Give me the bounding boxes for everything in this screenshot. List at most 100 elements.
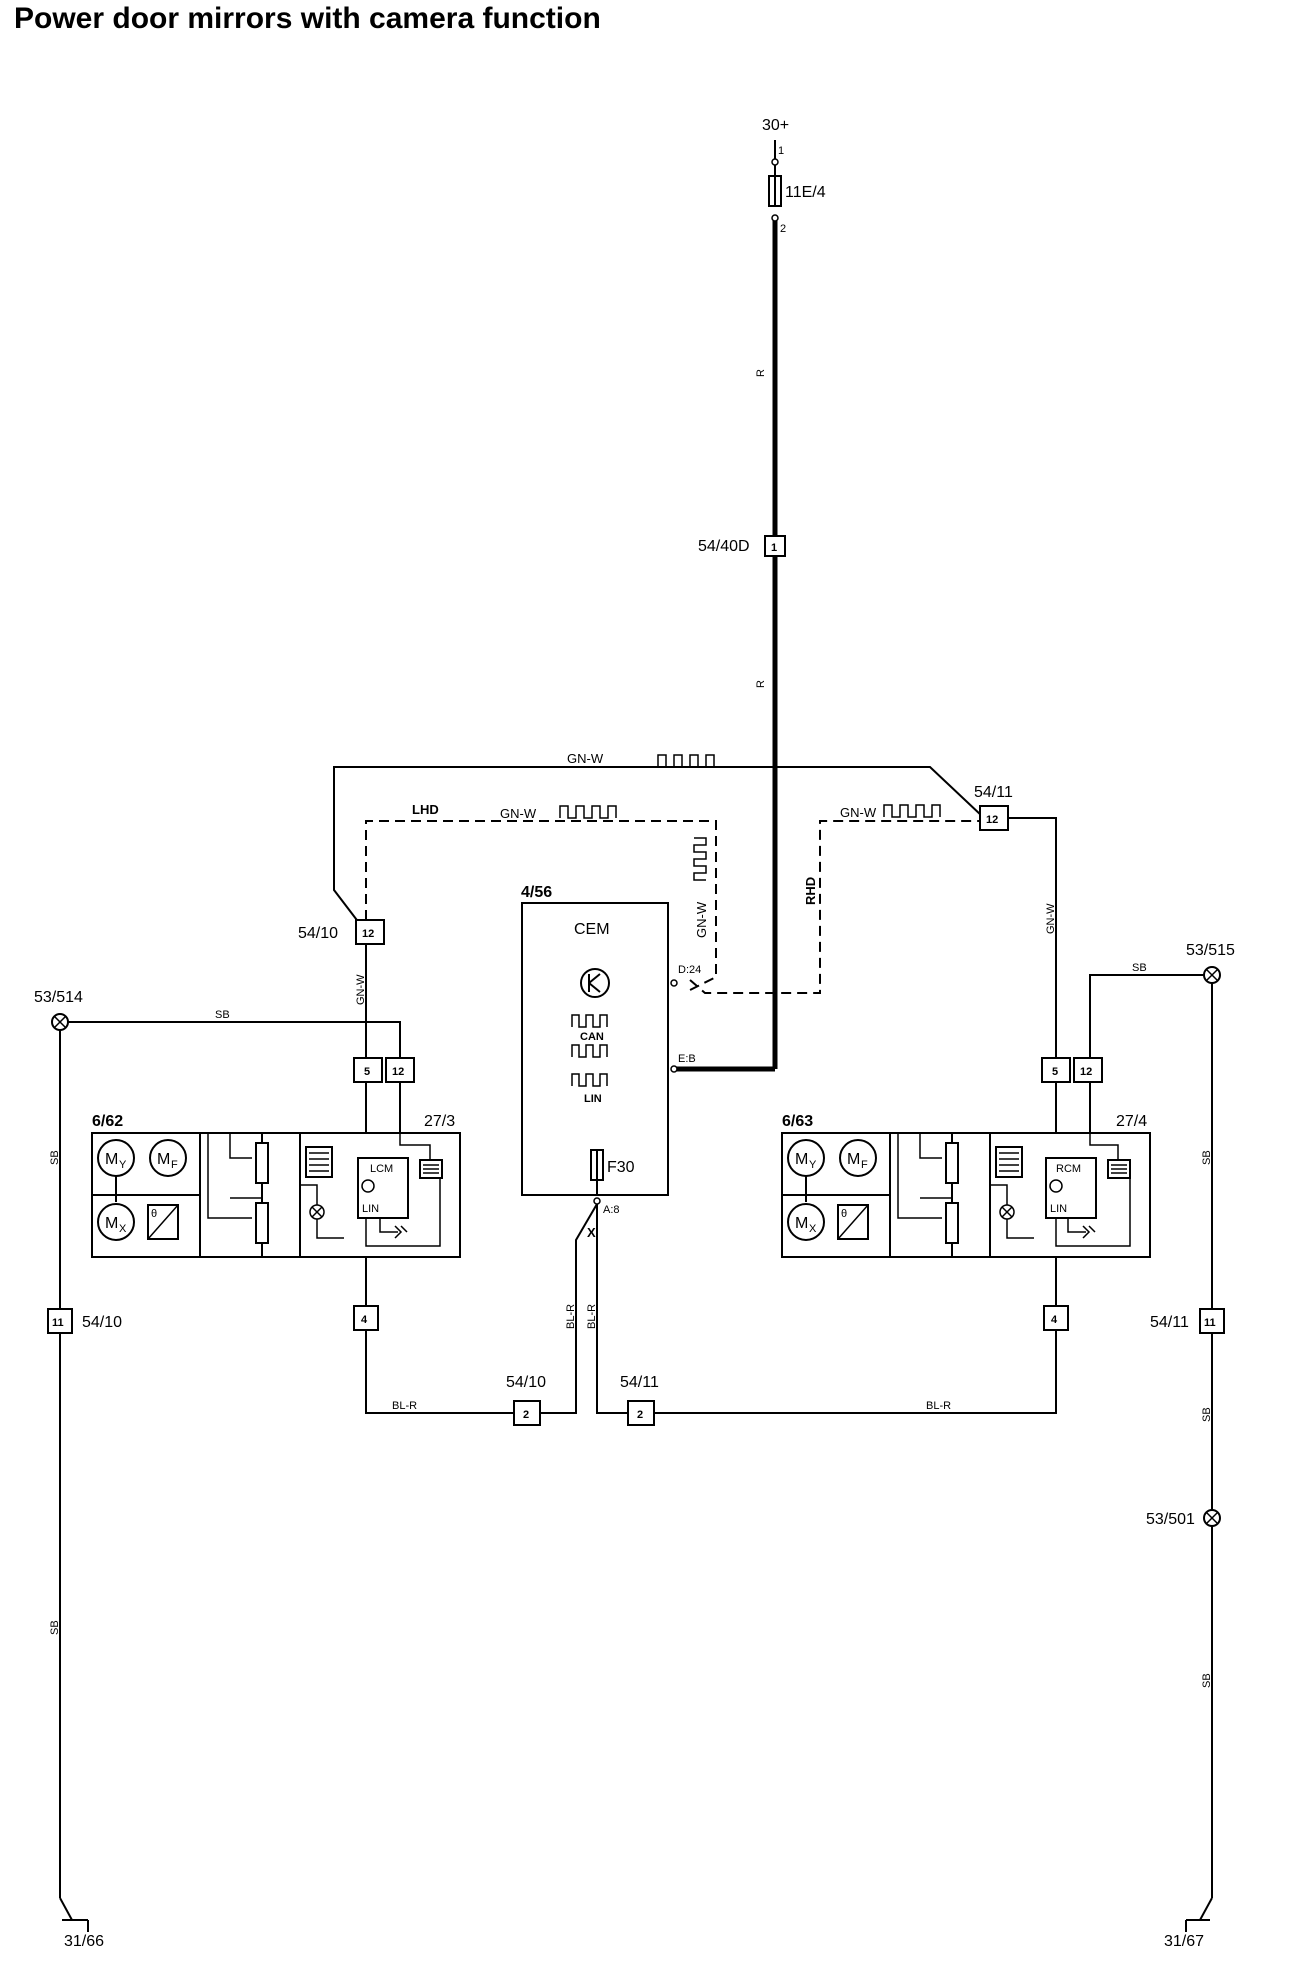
lhd-vertical-wire-label: GN-W bbox=[694, 901, 709, 938]
left-theta: θ bbox=[151, 1208, 157, 1220]
left-pin4-box bbox=[353, 1305, 379, 1331]
connector-54-40d bbox=[764, 535, 786, 557]
left-module-lin: LIN bbox=[362, 1203, 379, 1215]
splice-icon bbox=[1203, 966, 1221, 984]
rhd-wire-label: GN-W bbox=[840, 805, 877, 820]
right-sb-label-bottom: SB bbox=[1201, 1673, 1213, 1688]
left-mirror-id: 6/62 bbox=[92, 1113, 123, 1130]
lhd-label: LHD bbox=[412, 802, 439, 817]
right-motor-f-m: M bbox=[847, 1151, 860, 1168]
left-motor-x-sub: X bbox=[119, 1223, 127, 1235]
cem-fuse-label: F30 bbox=[607, 1159, 635, 1176]
left-bl-pin: 2 bbox=[523, 1409, 529, 1421]
fuse-label-11e4: 11E/4 bbox=[785, 184, 826, 201]
right-pin12-box bbox=[1073, 1057, 1103, 1083]
right-gnw-label: GN-W bbox=[1045, 903, 1057, 934]
cem-bl-r-label-left: BL-R bbox=[565, 1304, 577, 1329]
bus-wire-label-top: GN-W bbox=[567, 751, 604, 766]
right-bl-r-label: BL-R bbox=[926, 1400, 951, 1412]
cem-bl-r-right bbox=[596, 1204, 628, 1414]
temp-sensor-icon: θ bbox=[147, 1204, 179, 1240]
right-motor-f-sub: F bbox=[861, 1159, 868, 1171]
left-module-ref: 27/3 bbox=[424, 1113, 455, 1130]
lamp-icon bbox=[990, 1184, 1034, 1239]
right-connector-54-11 bbox=[979, 805, 1009, 831]
fuse-pin-bottom: 2 bbox=[780, 223, 786, 235]
right-pin4: 4 bbox=[1051, 1314, 1058, 1326]
can-signal-icon bbox=[559, 805, 617, 819]
lhd-wire-label: GN-W bbox=[500, 806, 537, 821]
left-sb-label-mid: SB bbox=[49, 1150, 61, 1165]
motor-icon: M F bbox=[149, 1139, 187, 1177]
left-connector-label: 54/10 bbox=[298, 925, 338, 942]
fuse-pin-top: 1 bbox=[778, 145, 784, 157]
terminal-30-label: 30+ bbox=[762, 117, 789, 134]
cem-id: 4/56 bbox=[521, 884, 552, 901]
lamp-icon bbox=[300, 1184, 344, 1239]
splice-icon bbox=[1203, 1509, 1221, 1527]
heater-icon bbox=[989, 1133, 1023, 1257]
left-bl-r-label: BL-R bbox=[392, 1400, 417, 1412]
cem-lin-label: LIN bbox=[584, 1093, 602, 1105]
left-pin12: 12 bbox=[392, 1066, 404, 1078]
left-module-name: LCM bbox=[370, 1163, 393, 1175]
bus-wire-gnw-top bbox=[333, 766, 983, 933]
right-module-lin: LIN bbox=[1050, 1203, 1067, 1215]
heater-icon bbox=[299, 1133, 333, 1257]
transistor-icon bbox=[361, 1179, 375, 1193]
right-connector-pin: 12 bbox=[986, 814, 998, 826]
left-ground-connector bbox=[47, 1308, 73, 1334]
right-motor-x-sub: X bbox=[809, 1223, 817, 1235]
left-sb-wire-top bbox=[68, 1021, 401, 1058]
wire-label-r-bottom: R bbox=[755, 680, 767, 688]
cem-pin-d24: D:24 bbox=[678, 964, 701, 976]
rhd-label: RHD bbox=[803, 877, 818, 905]
potentiometer-icon bbox=[897, 1133, 959, 1257]
left-motor-f-sub: F bbox=[171, 1159, 178, 1171]
right-motor-y-sub: Y bbox=[809, 1159, 817, 1171]
motor-icon: M F bbox=[839, 1139, 877, 1177]
right-bl-pin: 2 bbox=[637, 1409, 643, 1421]
potentiometer-icon bbox=[207, 1133, 269, 1257]
cem-can-label: CAN bbox=[580, 1031, 604, 1043]
wire-label-r-top: R bbox=[755, 369, 767, 377]
left-ground-pin: 11 bbox=[52, 1317, 64, 1329]
ground-icon bbox=[1185, 1897, 1213, 1932]
right-motor-y-m: M bbox=[795, 1151, 808, 1168]
temp-sensor-icon: θ bbox=[837, 1204, 869, 1240]
left-ground-point-label: 53/514 bbox=[34, 989, 83, 1006]
transistor-icon bbox=[1049, 1179, 1063, 1193]
splice-icon bbox=[51, 1013, 69, 1031]
right-sb-label-mid: SB bbox=[1201, 1150, 1213, 1165]
right-bl-connector-label: 54/11 bbox=[620, 1374, 659, 1391]
left-sb-label-bottom: SB bbox=[49, 1620, 61, 1635]
left-sb-label-top: SB bbox=[215, 1009, 230, 1021]
right-pin12: 12 bbox=[1080, 1066, 1092, 1078]
camera-icon bbox=[1067, 1218, 1096, 1239]
left-bl-connector bbox=[513, 1400, 541, 1426]
right-pin4-box bbox=[1043, 1305, 1069, 1331]
left-connector-54-10 bbox=[355, 919, 385, 945]
right-ground-point2-label: 53/501 bbox=[1146, 1511, 1195, 1528]
left-motor-y-sub: Y bbox=[119, 1159, 127, 1171]
left-module-box bbox=[357, 1157, 409, 1219]
right-motor-x-m: M bbox=[795, 1215, 808, 1232]
motor-icon: M X bbox=[787, 1203, 825, 1241]
right-mirror-id: 6/63 bbox=[782, 1113, 813, 1130]
motor-icon: M X bbox=[97, 1203, 135, 1241]
right-ground-connector-label: 54/11 bbox=[1150, 1314, 1189, 1331]
cem-pin-eb: E:B bbox=[678, 1053, 696, 1065]
left-ground-connector-label: 54/10 bbox=[82, 1314, 122, 1331]
can-signal-icon bbox=[571, 1014, 608, 1028]
can-signal-icon bbox=[657, 754, 715, 768]
left-motor-y-m: M bbox=[105, 1151, 118, 1168]
right-sb-label-mid2: SB bbox=[1201, 1407, 1213, 1422]
lin-signal-icon bbox=[571, 1073, 608, 1087]
can-signal-icon bbox=[693, 837, 707, 881]
left-ground-label: 31/66 bbox=[64, 1933, 104, 1950]
page-title: Power door mirrors with camera function bbox=[14, 2, 601, 35]
right-pin5-box bbox=[1041, 1057, 1071, 1083]
right-theta: θ bbox=[841, 1208, 847, 1220]
right-module-ref: 27/4 bbox=[1116, 1113, 1147, 1130]
bus-wire-lhd bbox=[365, 820, 717, 991]
